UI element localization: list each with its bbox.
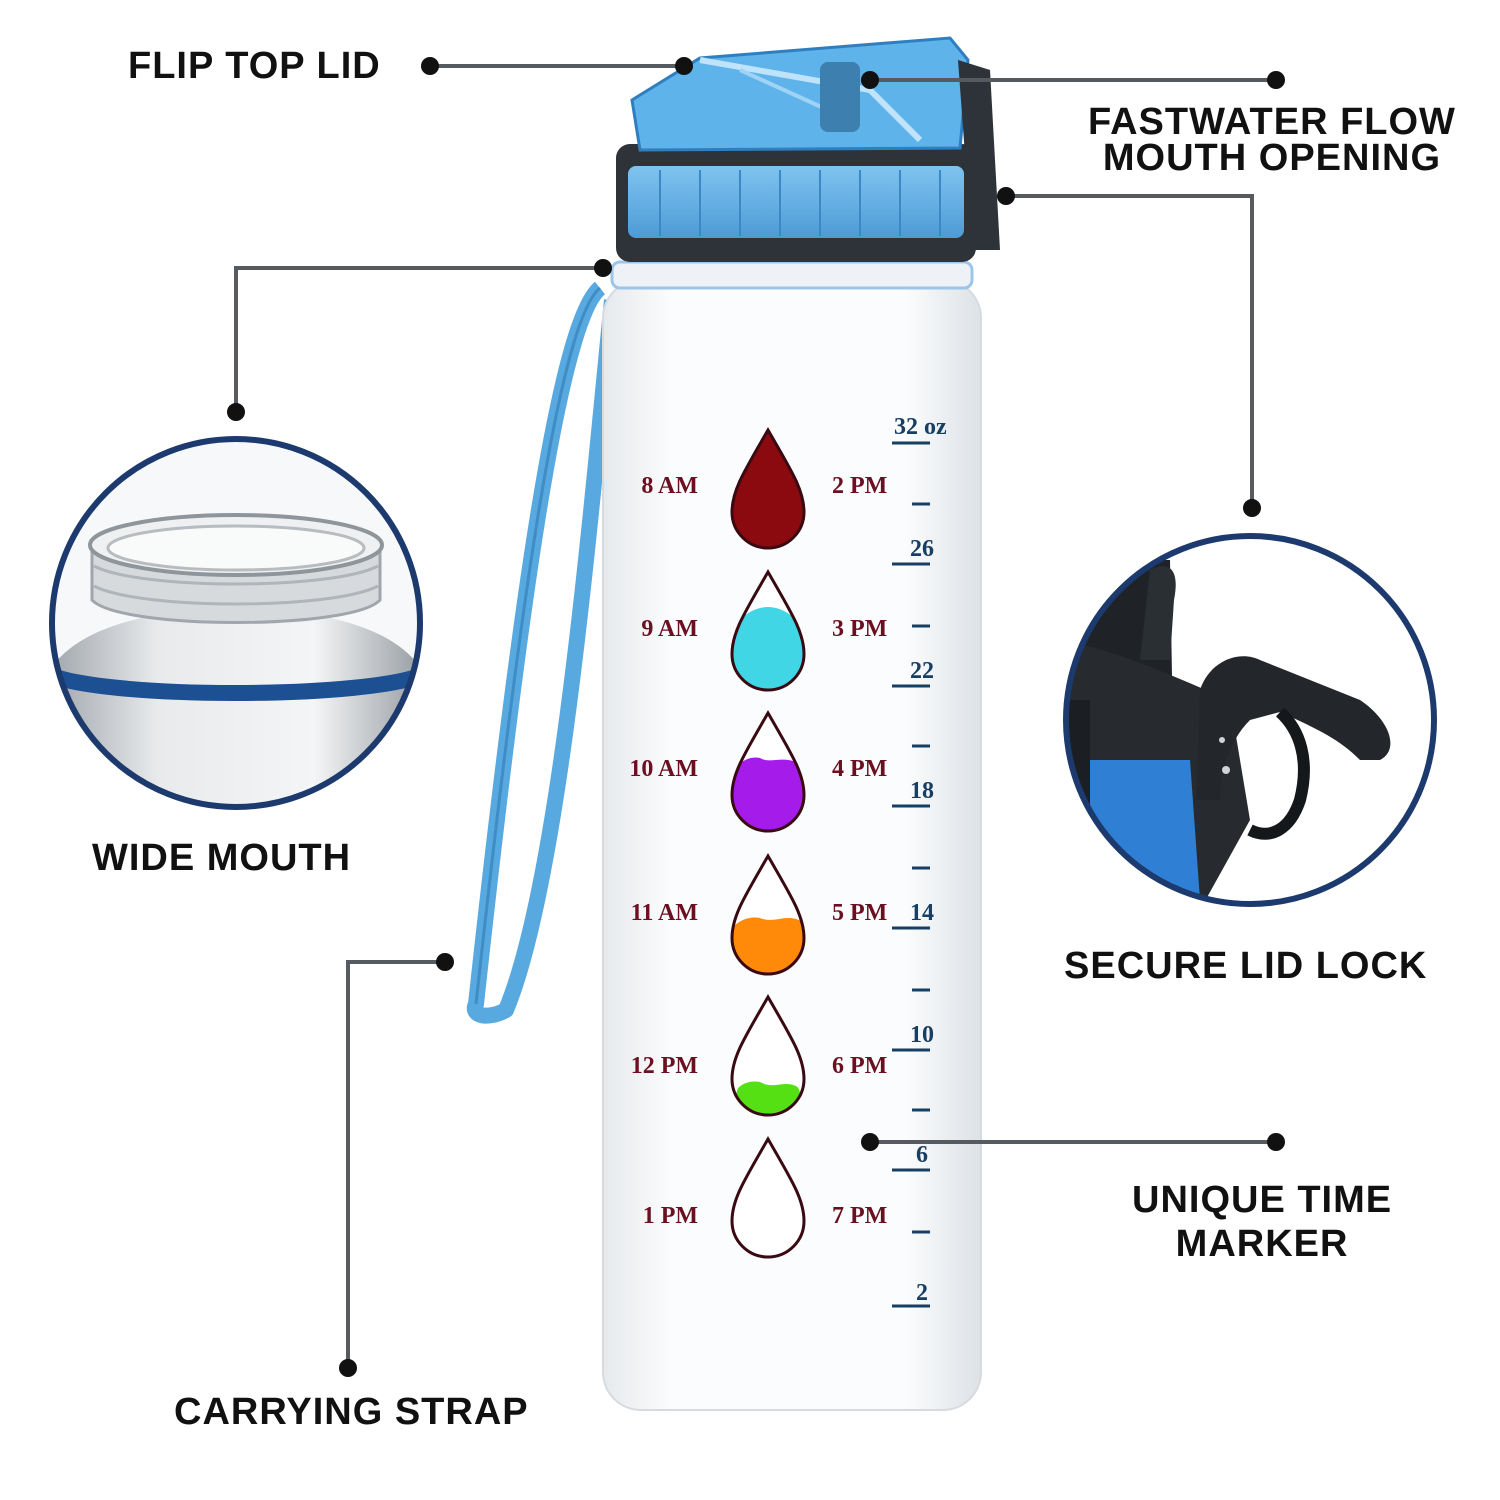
time-marker-drop-3 — [730, 709, 806, 833]
carrying-strap-label: CARRYING STRAP — [174, 1391, 529, 1433]
scale-label: 6 — [916, 1142, 928, 1168]
wide-mouth-label: WIDE MOUTH — [92, 837, 352, 879]
time-labels: 8 AM 2 PM 9 AM 3 PM 10 AM 4 PM 11 AM 5 P… — [629, 473, 887, 1229]
scale-label: 22 — [910, 658, 934, 684]
time-label-right: 2 PM — [832, 473, 887, 499]
time-marker-graphic — [730, 426, 806, 1259]
time-label-left: 10 AM — [629, 756, 698, 782]
time-marker-drop-5 — [730, 993, 806, 1117]
time-label-left: 9 AM — [641, 616, 698, 642]
time-marker-drop-1 — [730, 426, 806, 550]
leader-dots — [227, 57, 1285, 1377]
bottle-body — [602, 260, 982, 1411]
time-label-right: 4 PM — [832, 756, 887, 782]
scale-label: 32 oz — [894, 414, 947, 440]
time-label-left: 8 AM — [641, 473, 698, 499]
unique-time-marker-label: UNIQUE TIME MARKER — [1132, 1179, 1393, 1265]
flip-top-lid-label: FLIP TOP LID — [128, 45, 381, 87]
leader-lines — [234, 64, 1276, 1368]
secure-lid-lock-label: SECURE LID LOCK — [1064, 945, 1428, 987]
scale-label: 26 — [910, 536, 934, 562]
scale-labels: 32 oz 26 22 18 14 10 6 2 — [894, 414, 947, 1306]
time-label-left: 1 PM — [643, 1203, 698, 1229]
lid-lock-photo — [1063, 533, 1437, 907]
scale-label: 10 — [910, 1022, 934, 1048]
time-marker-drop-6 — [730, 1135, 806, 1259]
time-label-right: 6 PM — [832, 1053, 887, 1079]
time-label-right: 7 PM — [832, 1203, 887, 1229]
time-marker-drop-4 — [730, 852, 806, 976]
ounce-scale — [892, 441, 930, 1308]
scale-label: 14 — [910, 900, 934, 926]
time-label-right: 3 PM — [832, 616, 887, 642]
time-label-right: 5 PM — [832, 900, 887, 926]
wide-mouth-photo — [49, 436, 423, 810]
lid-assembly — [616, 36, 1000, 262]
carrying-strap — [467, 281, 620, 1024]
time-label-left: 11 AM — [631, 900, 698, 926]
fastwater-flow-label: FASTWATER FLOW MOUTH OPENING — [1088, 101, 1456, 179]
scale-label: 2 — [916, 1280, 928, 1306]
time-marker-drop-2 — [730, 568, 806, 692]
time-label-left: 12 PM — [631, 1053, 698, 1079]
scale-label: 18 — [910, 778, 934, 804]
